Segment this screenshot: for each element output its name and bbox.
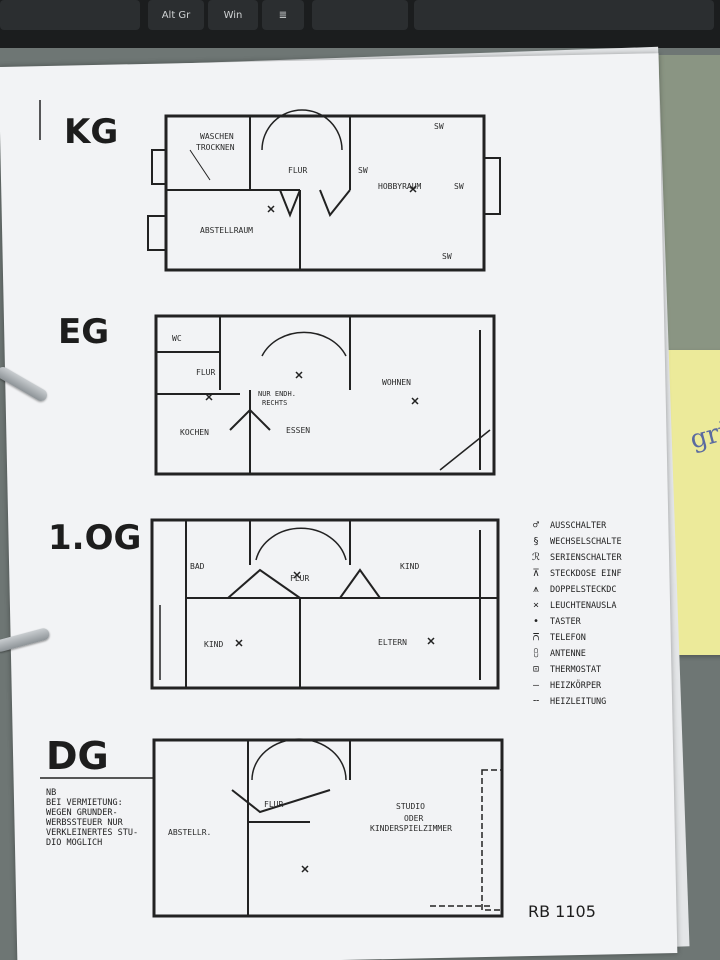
wall-mark: SW (434, 122, 444, 131)
room-label: NUR ENDH. (258, 390, 296, 398)
note-line: VERKLEINERTES STU- (46, 828, 139, 838)
floor-title-1og: 1.OG (48, 518, 142, 558)
wall-mark: SW (442, 252, 452, 261)
legend-item: ╌ HEIZLEITUNG (528, 696, 606, 707)
room-label: ABSTELLRAUM (200, 226, 253, 235)
legend-item: — HEIZKÖRPER (528, 680, 601, 691)
note-line: NB (46, 788, 57, 798)
dg-plan (152, 738, 504, 918)
legend-label: TASTER (550, 616, 581, 627)
room-label: ODER (404, 814, 424, 823)
legend-label: AUSSCHALTER (550, 520, 607, 531)
document-code: RB 1105 (528, 902, 596, 921)
room-label: WOHNEN (382, 378, 411, 387)
room-label: KINDERSPIELZIMMER (370, 824, 452, 833)
keyboard-key-menu[interactable]: ≣ (262, 0, 304, 30)
legend-symbol: ⊡ (532, 664, 540, 675)
legend-item: ⊡ THERMOSTAT (528, 664, 601, 675)
room-label: FLUR (264, 800, 284, 809)
room-label: FLUR (288, 166, 308, 175)
note-line: BEI VERMIETUNG: (46, 798, 123, 808)
floor-title-eg: EG (58, 312, 110, 352)
room-label: KOCHEN (180, 428, 209, 437)
note-line: WEGEN GRUNDER- (46, 808, 118, 818)
floor-title-dg: DG (46, 734, 109, 778)
legend-item: § WECHSELSCHALTE (528, 536, 622, 547)
legend-item: ℛ SERIENSCHALTER (528, 552, 622, 563)
og1-plan (150, 518, 500, 690)
note-line: WERBSSTEUER NUR (46, 818, 123, 828)
legend-label: THERMOSTAT (550, 664, 602, 675)
keyboard-key-altgr[interactable]: Alt Gr (148, 0, 204, 30)
legend-symbol: ⩃ (532, 632, 540, 643)
room-label: KIND (204, 640, 224, 649)
legend-item: × LEUCHTENAUSLA (528, 600, 617, 611)
room-label: HOBBYRAUM (378, 182, 422, 191)
keyboard-key-blank[interactable] (0, 0, 140, 30)
legend-label: SERIENSCHALTER (550, 552, 622, 563)
legend-symbol: ℛ (532, 552, 540, 563)
legend-item: ♂ AUSSCHALTER (528, 520, 606, 531)
legend-label: WECHSELSCHALTE (550, 536, 622, 547)
legend-symbol: — (532, 680, 540, 691)
legend-symbol: ⩉ (533, 648, 539, 659)
legend-symbol: ♂ (532, 520, 540, 531)
legend-label: ANTENNE (550, 648, 586, 659)
legend-symbol: ╌ (532, 696, 540, 707)
room-label: KIND (400, 562, 420, 571)
kg-plan (147, 109, 501, 272)
legend-item: • TASTER (528, 616, 581, 627)
legend-label: HEIZKÖRPER (550, 680, 602, 691)
floor-title-kg: KG (64, 112, 119, 152)
room-label: ELTERN (378, 638, 407, 647)
keyboard-key-blank[interactable] (414, 0, 714, 30)
legend-item: ⩚ DOPPELSTECKDC (528, 584, 617, 595)
legend-symbol: • (532, 616, 540, 627)
legend-item: ⩃ TELEFON (528, 632, 586, 643)
room-label: BAD (190, 562, 205, 571)
rental-note: NB BEI VERMIETUNG: WEGEN GRUNDER- WERBSS… (46, 788, 156, 848)
legend-label: TELEFON (550, 632, 586, 643)
wall-mark: SW (358, 166, 368, 175)
room-label: ABSTELLR. (168, 828, 212, 837)
legend-label: LEUCHTENAUSLA (550, 600, 617, 611)
legend-item: ⊼ STECKDOSE EINF (528, 568, 622, 579)
keyboard-key-blank[interactable] (312, 0, 408, 30)
room-label: STUDIO (396, 802, 425, 811)
legend-item: ⩉ ANTENNE (528, 648, 586, 659)
legend-label: HEIZLEITUNG (550, 696, 607, 707)
note-line: DIO MOGLICH (46, 838, 103, 848)
keyboard-key-win[interactable]: Win (208, 0, 258, 30)
eg-plan (154, 314, 496, 476)
room-label: RECHTS (262, 399, 288, 407)
room-label: FLUR (196, 368, 216, 377)
wall-mark: SW (454, 182, 464, 191)
legend-symbol: ⩚ (533, 584, 539, 595)
room-label: FLUR (290, 574, 310, 583)
legend-label: STECKDOSE EINF (550, 568, 622, 579)
legend-label: DOPPELSTECKDC (550, 584, 617, 595)
legend-symbol: § (532, 536, 540, 547)
room-label: WASCHEN (200, 132, 234, 141)
room-label: WC (172, 334, 182, 343)
room-label: TROCKNEN (196, 143, 235, 152)
legend-symbol: ⊼ (532, 568, 540, 579)
legend-symbol: × (532, 600, 540, 611)
room-label: ESSEN (286, 426, 311, 435)
